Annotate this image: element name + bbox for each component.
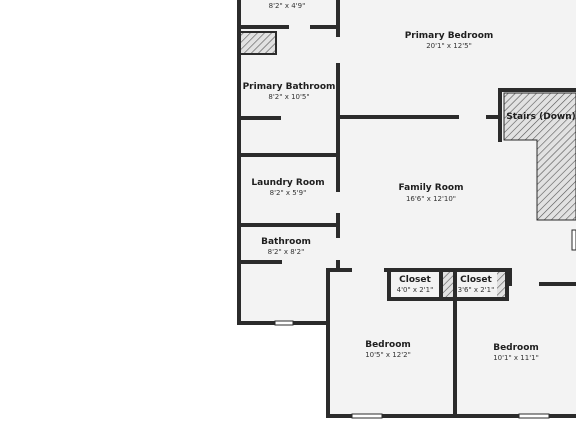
room-dims-primary-bedroom: 20'1" x 12'5" [426,42,472,50]
window-bathroom [274,320,294,326]
window-bedroom-left [351,413,383,419]
room-labels: 8'2" x 4'9" Primary Bedroom 20'1" x 12'5… [243,2,576,362]
room-dims-closet-left: 4'0" x 2'1" [397,286,434,294]
room-dims-closet-right: 3'6" x 2'1" [458,286,495,294]
room-dims-top: 8'2" x 4'9" [269,2,306,10]
room-name-bathroom: Bathroom [261,237,311,247]
floor-bathroom [239,225,338,323]
room-dims-bedroom-right: 10'1" x 11'1" [493,354,539,362]
room-name-laundry-room: Laundry Room [251,178,324,188]
window-family-room [571,229,576,251]
window-bedroom-right [518,413,550,419]
room-dims-bedroom-left: 10'5" x 12'2" [365,351,411,359]
room-name-primary-bathroom: Primary Bathroom [243,82,336,92]
shower-hatch [239,31,277,55]
room-dims-laundry-room: 8'2" x 5'9" [270,189,307,197]
room-name-primary-bedroom: Primary Bedroom [405,31,494,41]
room-name-closet-left: Closet [399,275,431,285]
closet-hatch-2 [497,272,505,298]
closet-hatch [443,272,453,298]
stairs-hatch [503,92,576,221]
windows [274,229,576,419]
room-dims-bathroom: 8'2" x 8'2" [268,248,305,256]
floor-top-room [239,0,338,27]
walls [237,0,576,418]
floor-family-room [338,117,576,270]
floor-laundry-room [239,155,338,225]
room-name-stairs: Stairs (Down) [506,112,575,122]
hatched-areas [239,31,576,298]
room-dims-family-room: 16'6" x 12'10" [406,195,456,203]
room-name-family-room: Family Room [399,183,464,193]
floor-bedroom-right [455,270,576,416]
room-name-bedroom-right: Bedroom [493,343,539,353]
room-dims-primary-bathroom: 8'2" x 10'5" [268,93,309,101]
room-name-bedroom-left: Bedroom [365,340,411,350]
floor-bedroom-left [328,270,455,416]
room-name-closet-right: Closet [460,275,492,285]
